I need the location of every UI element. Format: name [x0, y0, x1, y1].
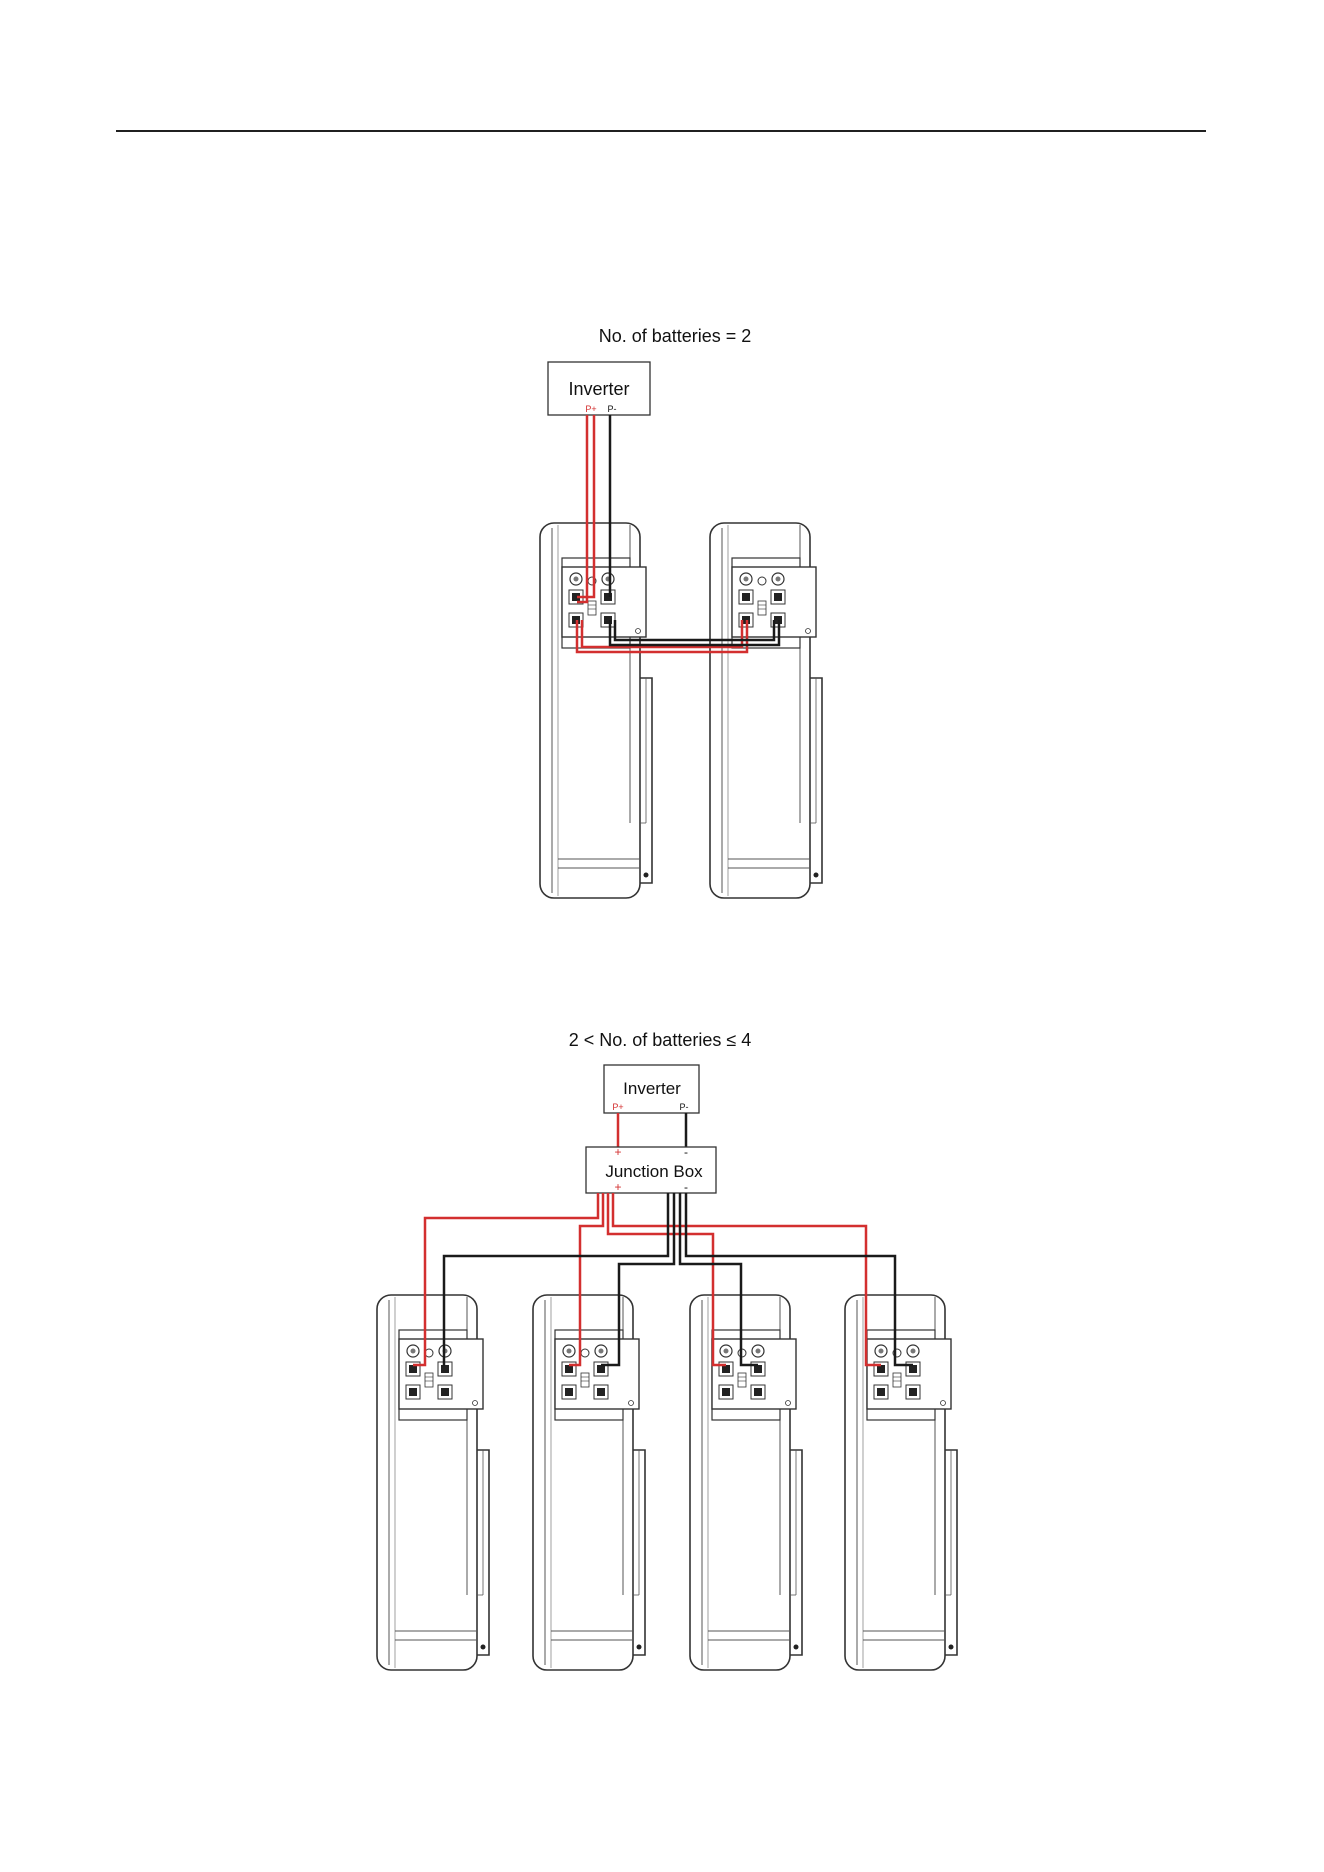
battery-1 — [540, 523, 652, 898]
diagram2-title: 2 < No. of batteries ≤ 4 — [569, 1030, 751, 1050]
diagram-four-batteries: 2 < No. of batteries ≤ 4 Inverter P+ P- … — [377, 1030, 957, 1670]
battery-b — [533, 1295, 645, 1670]
inverter-p-plus-2: P+ — [612, 1102, 623, 1112]
inverter-p-minus: P- — [608, 404, 617, 414]
junction-box: Junction Box + - + - — [586, 1145, 716, 1194]
battery-a — [377, 1295, 489, 1670]
inverter-box-2: Inverter P+ P- — [604, 1065, 699, 1113]
junction-bottom-minus: - — [684, 1180, 688, 1194]
junction-top-minus: - — [684, 1145, 688, 1159]
inverter-label-2: Inverter — [623, 1079, 681, 1098]
inverter-p-plus: P+ — [585, 404, 596, 414]
battery-c — [690, 1295, 802, 1670]
junction-bottom-plus: + — [614, 1180, 621, 1194]
inverter-label: Inverter — [568, 379, 629, 399]
battery-2 — [710, 523, 822, 898]
junction-box-label: Junction Box — [605, 1162, 703, 1181]
junction-top-plus: + — [614, 1145, 621, 1159]
diagram1-title: No. of batteries = 2 — [599, 326, 752, 346]
diagram-two-batteries: No. of batteries = 2 Inverter P+ P- — [540, 326, 822, 898]
battery-d — [845, 1295, 957, 1670]
inverter-box: Inverter P+ P- — [548, 362, 650, 415]
inverter-p-minus-2: P- — [680, 1102, 689, 1112]
